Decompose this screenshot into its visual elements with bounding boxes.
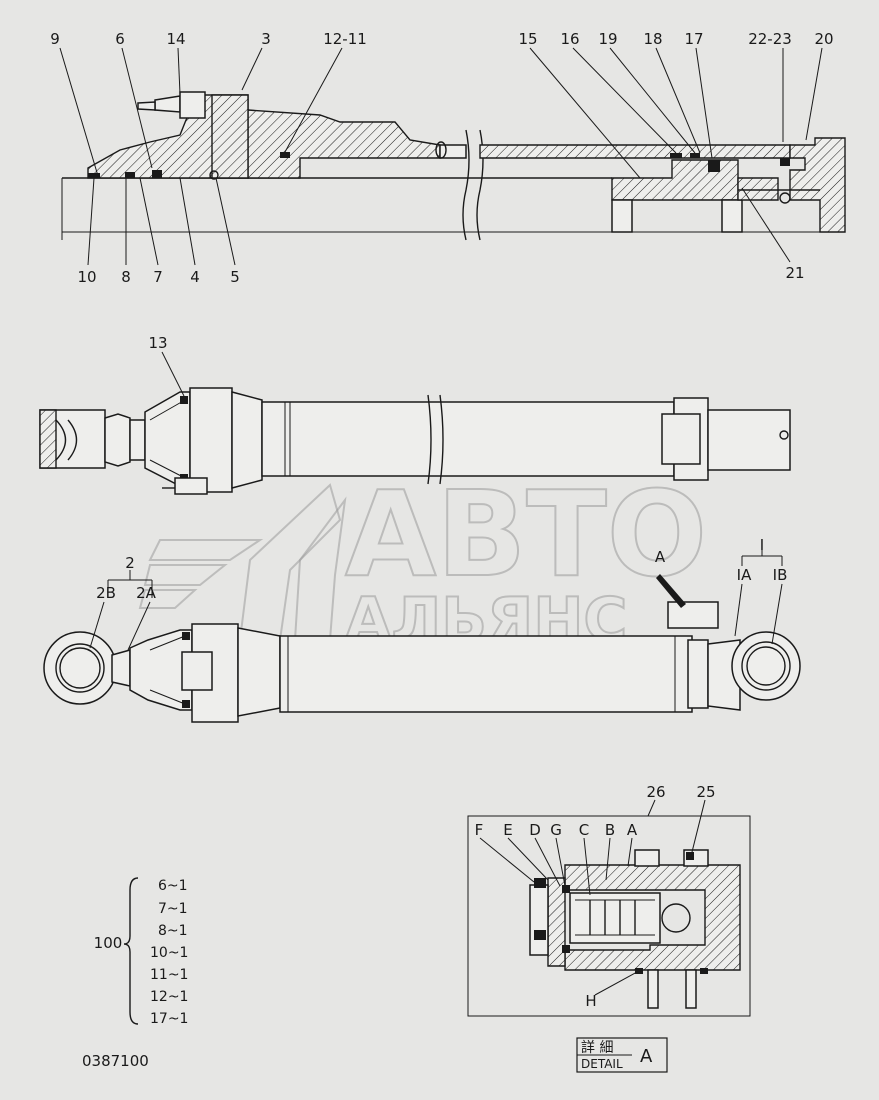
part-label-IB: IB (773, 566, 788, 584)
detail-letter-F: F (475, 821, 484, 839)
detail-letter-C: C (579, 821, 589, 839)
part-label-2A: 2A (136, 584, 157, 602)
detail-letter-G: G (550, 821, 562, 839)
detail-letter-B: B (605, 821, 615, 839)
part-label-26: 26 (646, 783, 665, 801)
detail-caption-text: DETAIL (581, 1057, 623, 1071)
kit-item-7: 17~1 (150, 1011, 188, 1027)
part-label-7: 7 (153, 268, 163, 286)
part-label-4: 4 (190, 268, 200, 286)
part-label-8: 8 (121, 268, 131, 286)
cylinder-top-view: 13 (39, 334, 791, 495)
watermark-line1: АВТО (345, 465, 707, 603)
kit-item-1: 6~1 (158, 878, 188, 894)
detail-caption-kanji: 詳 細 (581, 1040, 613, 1056)
kit-item-4: 10~1 (150, 945, 188, 961)
part-label-2B: 2B (96, 584, 116, 602)
part-label-12-11: 12-11 (323, 30, 367, 48)
part-label-21: 21 (785, 264, 804, 282)
kit-item-6: 12~1 (150, 989, 188, 1005)
cylinder-side-view: 2 2B 2A A I IA IB (43, 536, 801, 723)
detail-marker-A: A (655, 548, 666, 566)
part-label-13: 13 (148, 334, 167, 352)
part-label-16: 16 (560, 30, 579, 48)
part-label-6: 6 (115, 30, 125, 48)
kit-item-5: 11~1 (150, 967, 188, 983)
part-label-22-23: 22-23 (748, 30, 792, 48)
part-label-3: 3 (261, 30, 271, 48)
part-label-I: I (760, 536, 764, 554)
drawing-number: 0387100 (82, 1052, 149, 1070)
part-label-25: 25 (696, 783, 715, 801)
part-label-17: 17 (684, 30, 703, 48)
part-label-10: 10 (77, 268, 96, 286)
section-view: 9 6 14 3 12-11 15 16 19 18 17 22-23 20 1… (50, 30, 846, 286)
part-label-IA: IA (737, 566, 752, 584)
part-label-19: 19 (598, 30, 617, 48)
detail-letter-D: D (529, 821, 541, 839)
repair-kit-list: 100 6~1 7~1 8~1 10~1 11~1 12~1 17~1 (94, 877, 188, 1027)
detail-letter-A: A (627, 821, 638, 839)
kit-item-3: 8~1 (158, 923, 188, 939)
part-label-H: H (585, 992, 596, 1010)
detail-caption-ref: A (640, 1046, 653, 1067)
watermark-logo (138, 483, 347, 641)
detail-caption: 詳 細 DETAIL A (576, 1037, 668, 1073)
part-label-5: 5 (230, 268, 240, 286)
kit-item-2: 7~1 (158, 901, 188, 917)
part-label-15: 15 (518, 30, 537, 48)
part-label-18: 18 (643, 30, 662, 48)
part-label-9: 9 (50, 30, 60, 48)
kit-number: 100 (94, 934, 123, 952)
detail-letter-E: E (503, 821, 512, 839)
part-label-2: 2 (125, 554, 135, 572)
detail-view: 26 25 F E D G C B A H (467, 783, 751, 1017)
part-label-14: 14 (166, 30, 185, 48)
part-label-20: 20 (814, 30, 833, 48)
